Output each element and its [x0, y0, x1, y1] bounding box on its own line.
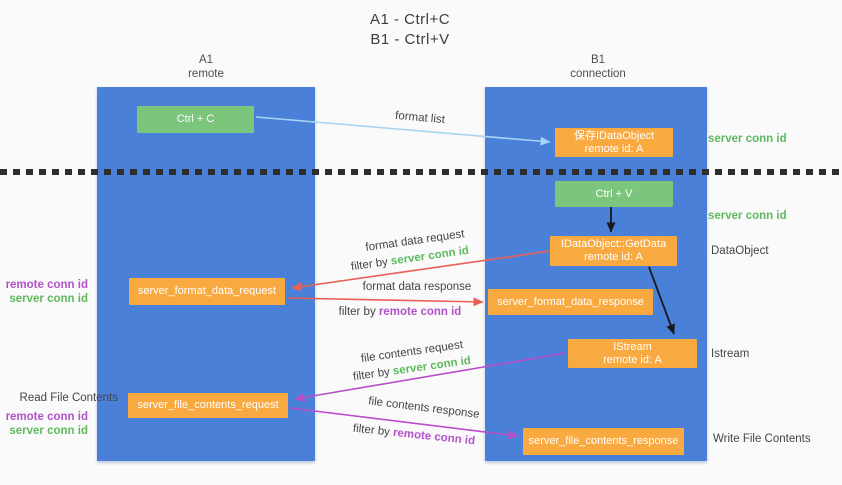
- annotation-format-server-conn-id: server conn id: [9, 293, 88, 305]
- left-column-subtitle: remote: [188, 68, 224, 80]
- title-line-2: B1 - Ctrl+V: [370, 31, 450, 48]
- right-column-subtitle: connection: [570, 68, 626, 80]
- node-istream: IStream remote id: A: [568, 339, 697, 368]
- arrow-format-list: [255, 116, 551, 146]
- filter-by-text: filter by: [338, 306, 379, 318]
- annotation-server-conn-id-mid: server conn id: [708, 210, 787, 222]
- annotation-file-server-conn-id: server conn id: [9, 425, 88, 437]
- dotted-separator: [0, 169, 842, 175]
- title-line-1: A1 - Ctrl+C: [369, 11, 451, 28]
- node-istream-line2: remote id: A: [603, 353, 662, 366]
- arrow-format-data-response: [286, 297, 484, 307]
- node-idataobject-getdata-line1: IDataObject::GetData: [560, 238, 667, 250]
- remote-conn-id-key: remote conn id: [378, 306, 462, 318]
- annotation-format-remote-conn-id: remote conn id: [5, 279, 88, 291]
- node-save-idataobject: 保存IDataObject remote id: A: [555, 128, 673, 157]
- label-format-data-response: format data response: [362, 281, 472, 293]
- right-column-name: B1: [590, 54, 606, 66]
- diagram-title: A1 - Ctrl+C B1 - Ctrl+V: [300, 10, 520, 50]
- annotation-read-file-contents: Read File Contents: [19, 392, 118, 404]
- node-server-format-data-response-label: server_format_data_response: [497, 295, 644, 308]
- left-column-header: A1 remote: [146, 53, 266, 81]
- node-server-file-contents-response: server_file_contents_response: [523, 428, 684, 455]
- node-idataobject-getdata: IDataObject::GetData remote id: A: [550, 236, 677, 266]
- arrow-format-data-request: [291, 250, 551, 292]
- arrow-getdata-to-istream: [648, 266, 675, 335]
- node-istream-line1: IStream: [613, 340, 652, 353]
- node-ctrl-v-label: Ctrl + V: [595, 187, 633, 200]
- left-column-name: A1: [198, 54, 214, 66]
- arrow-file-contents-response: [289, 407, 519, 440]
- right-column-header: B1 connection: [538, 53, 658, 81]
- label-format-data-response-filter: filter by remote conn id: [338, 306, 462, 318]
- annotation-dataobject: DataObject: [711, 245, 769, 257]
- node-server-file-contents-request-label: server_file_contents_request: [137, 399, 279, 411]
- annotation-file-remote-conn-id: remote conn id: [5, 411, 88, 423]
- node-save-idataobject-line2: remote id: A: [584, 142, 644, 155]
- node-idataobject-getdata-line2: remote id: A: [584, 251, 643, 263]
- node-ctrl-c: Ctrl + C: [137, 106, 254, 133]
- node-server-format-data-response: server_format_data_response: [488, 289, 653, 315]
- node-ctrl-c-label: Ctrl + C: [176, 113, 215, 125]
- node-ctrl-v: Ctrl + V: [555, 181, 673, 207]
- node-server-format-data-request: server_format_data_request: [129, 278, 285, 305]
- annotation-istream: Istream: [711, 348, 750, 360]
- annotation-write-file-contents: Write File Contents: [713, 433, 811, 445]
- node-server-format-data-request-label: server_format_data_request: [137, 285, 277, 297]
- node-save-idataobject-line1: 保存IDataObject: [573, 129, 655, 142]
- node-server-file-contents-request: server_file_contents_request: [128, 393, 288, 418]
- annotation-server-conn-id-top: server conn id: [708, 133, 787, 145]
- node-server-file-contents-response-label: server_file_contents_response: [528, 435, 679, 447]
- arrow-file-contents-request: [294, 352, 567, 402]
